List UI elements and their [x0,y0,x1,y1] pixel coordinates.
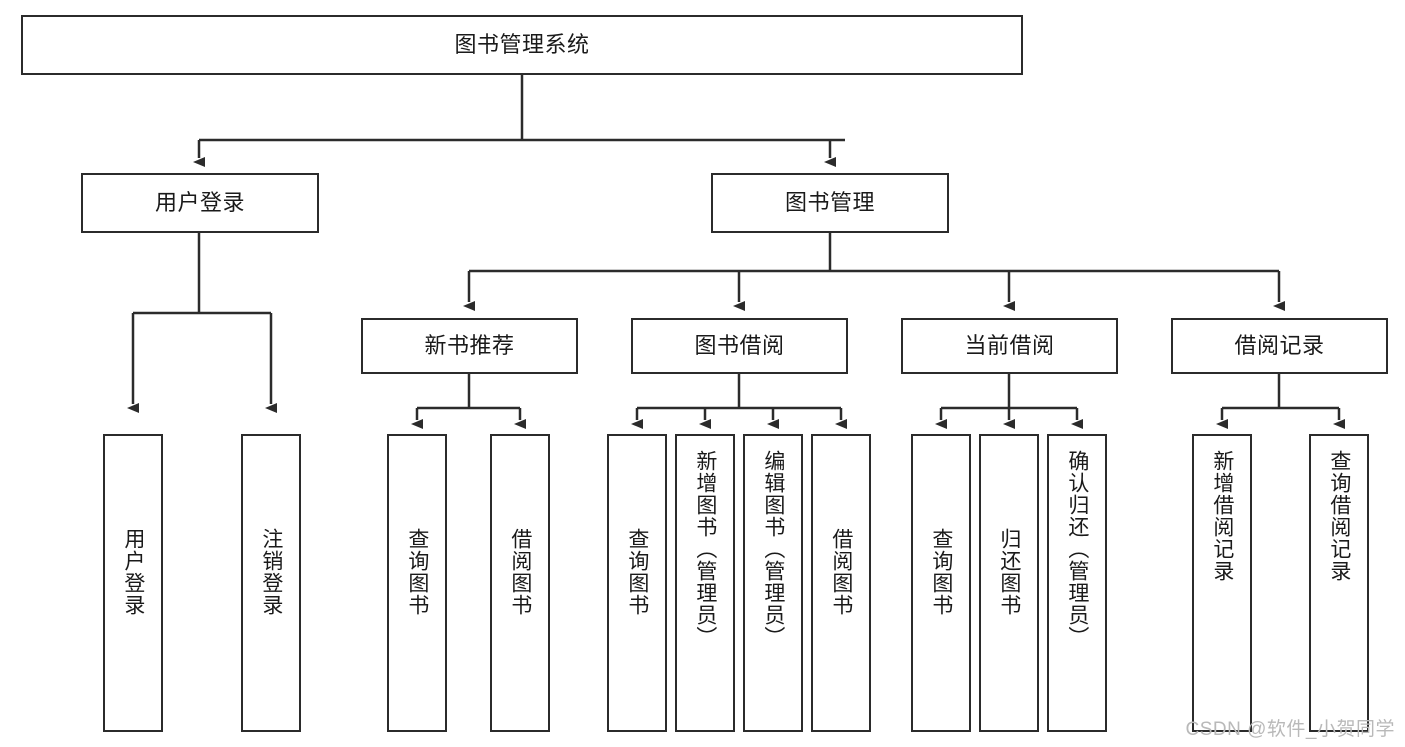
node-leaf-query-book-2-label: 查询图书 [625,528,649,616]
node-leaf-return-book-label: 归还图书 [997,528,1021,616]
node-borrow-record-label: 借阅记录 [1234,333,1325,359]
node-leaf-borrow-book-1[interactable]: 借阅图书 [490,434,550,732]
node-leaf-borrow-book-2-label: 借阅图书 [829,528,853,616]
node-leaf-edit-book-label: 编辑图书（管理员） [761,450,785,648]
node-current-borrow[interactable]: 当前借阅 [901,318,1118,374]
watermark: CSDN @软件_小贺同学 [1185,719,1395,740]
node-root[interactable]: 图书管理系统 [21,15,1023,75]
node-leaf-logout-login-label: 注销登录 [259,528,283,616]
node-leaf-borrow-book-2[interactable]: 借阅图书 [811,434,871,732]
node-leaf-add-record[interactable]: 新增借阅记录 [1192,434,1252,732]
node-leaf-user-login[interactable]: 用户登录 [103,434,163,732]
node-leaf-user-login-label: 用户登录 [121,528,145,616]
node-root-label: 图书管理系统 [454,32,590,58]
node-leaf-query-book-1[interactable]: 查询图书 [387,434,447,732]
node-user-login-label: 用户登录 [154,190,245,216]
node-leaf-query-record[interactable]: 查询借阅记录 [1309,434,1369,732]
node-new-book-recommend-label: 新书推荐 [424,333,515,359]
node-leaf-edit-book[interactable]: 编辑图书（管理员） [743,434,803,732]
node-new-book-recommend[interactable]: 新书推荐 [361,318,578,374]
node-borrow-record[interactable]: 借阅记录 [1171,318,1388,374]
node-leaf-logout-login[interactable]: 注销登录 [241,434,301,732]
node-book-borrow[interactable]: 图书借阅 [631,318,848,374]
node-leaf-add-record-label: 新增借阅记录 [1210,450,1234,582]
node-leaf-query-book-1-label: 查询图书 [405,528,429,616]
node-leaf-query-book-3-label: 查询图书 [929,528,953,616]
node-leaf-query-book-2[interactable]: 查询图书 [607,434,667,732]
node-leaf-confirm-return[interactable]: 确认归还（管理员） [1047,434,1107,732]
node-user-login[interactable]: 用户登录 [81,173,319,233]
node-leaf-add-book[interactable]: 新增图书（管理员） [675,434,735,732]
node-book-manage-label: 图书管理 [784,190,875,216]
node-leaf-query-book-3[interactable]: 查询图书 [911,434,971,732]
node-book-manage[interactable]: 图书管理 [711,173,949,233]
node-leaf-return-book[interactable]: 归还图书 [979,434,1039,732]
node-book-borrow-label: 图书借阅 [694,333,785,359]
node-current-borrow-label: 当前借阅 [964,333,1055,359]
node-leaf-borrow-book-1-label: 借阅图书 [508,528,532,616]
node-leaf-confirm-return-label: 确认归还（管理员） [1065,450,1089,648]
node-leaf-add-book-label: 新增图书（管理员） [693,450,717,648]
node-leaf-query-record-label: 查询借阅记录 [1327,450,1351,582]
